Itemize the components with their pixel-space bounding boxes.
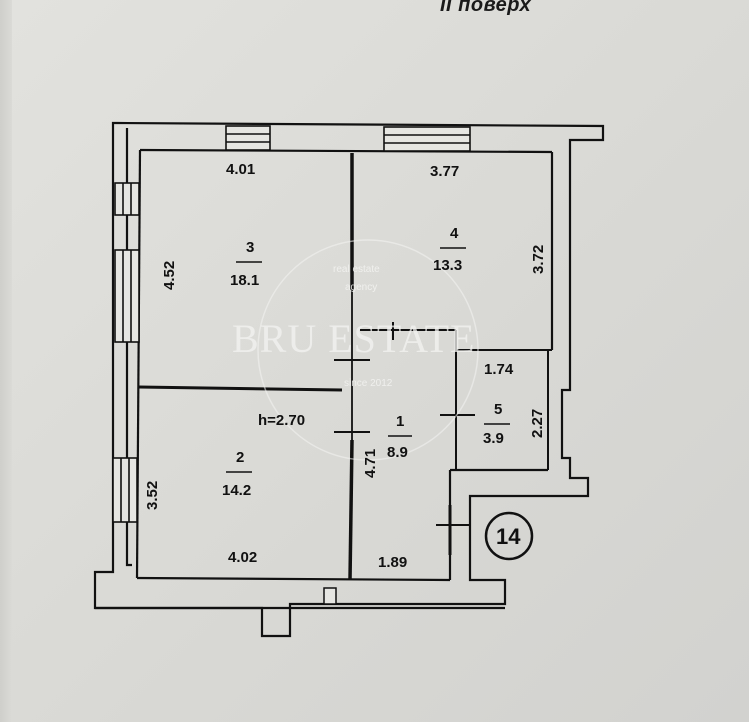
room-1-number: 1 [396, 413, 404, 430]
watermark-line1: real estate [333, 264, 380, 275]
room-4-label: 4 13.3 [433, 225, 466, 274]
room-5-label: 5 3.9 [483, 401, 510, 447]
unit-number-circle [484, 511, 534, 561]
ceiling-height: h=2.70 [258, 412, 305, 429]
dim-room1-side: 4.71 [362, 449, 379, 478]
room-3-area: 18.1 [230, 272, 259, 289]
dim-room1-bottom: 1.89 [378, 554, 407, 571]
room-3-label: 3 18.1 [230, 239, 262, 289]
room-2-area: 14.2 [222, 482, 251, 499]
window-top-left [225, 125, 271, 151]
dim-room4-top: 3.77 [430, 163, 459, 180]
dim-room3-left: 4.52 [161, 261, 178, 290]
dim-room5-right: 2.27 [529, 409, 546, 438]
watermark-line2: agency [345, 282, 377, 293]
dim-room2-bottom: 4.02 [228, 549, 257, 566]
dim-room3-top: 4.01 [226, 161, 255, 178]
watermark-brand: BRU ESTATE [232, 316, 475, 361]
dim-room5-top: 1.74 [484, 361, 514, 378]
unit-number-badge: 14 [484, 511, 534, 561]
room-3-number: 3 [246, 239, 254, 256]
watermark-ring [257, 239, 479, 461]
window-left-upper [114, 182, 140, 216]
room-5-number: 5 [494, 401, 502, 418]
dim-room2-left: 3.52 [144, 481, 161, 510]
dim-room4-right: 3.72 [530, 245, 547, 274]
window-top-right [383, 126, 471, 152]
room-1-area: 8.9 [387, 444, 408, 461]
room-2-number: 2 [236, 449, 244, 466]
unit-number: 14 [496, 524, 521, 549]
vent-detail [323, 587, 337, 605]
room-2-label: 2 14.2 [222, 449, 252, 499]
paper-edge [0, 0, 12, 722]
window-left-middle [114, 249, 140, 343]
floor-label: ІІ поверх [440, 0, 532, 16]
interior-walls [138, 153, 552, 581]
watermark-since: since 2012 [344, 378, 393, 389]
room-1-label: 1 8.9 [387, 413, 412, 461]
watermark: real estate agency BRU ESTATE since 2012 [232, 239, 479, 461]
window-left-lower [112, 457, 138, 523]
room-5-area: 3.9 [483, 430, 504, 447]
room-4-area: 13.3 [433, 257, 462, 274]
room-4-number: 4 [450, 225, 459, 242]
